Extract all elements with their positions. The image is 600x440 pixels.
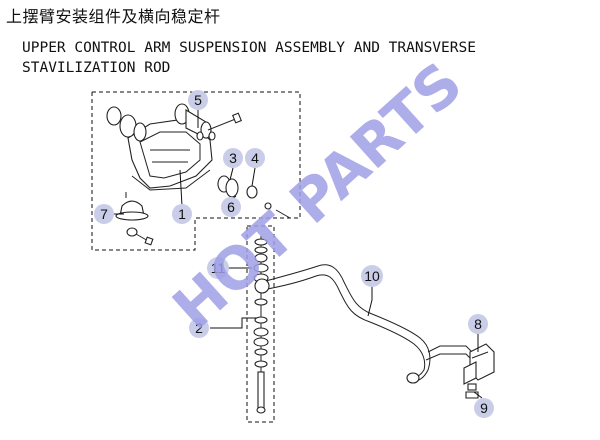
svg-text:3: 3	[229, 150, 237, 166]
upper-control-arm-assembly	[106, 103, 291, 246]
callout-2: 2	[189, 318, 209, 338]
stabilizer-bar	[254, 264, 473, 384]
stabilizer-bushing-bracket	[463, 343, 495, 399]
callout-6: 6	[221, 197, 241, 217]
callout-9: 9	[474, 398, 494, 418]
callout-3: 3	[223, 148, 243, 168]
callout-7: 7	[94, 204, 114, 224]
title-english-line1: UPPER CONTROL ARM SUSPENSION ASSEMBLY AN…	[22, 40, 476, 56]
svg-text:8: 8	[474, 316, 482, 332]
svg-text:11: 11	[211, 260, 226, 276]
svg-text:10: 10	[364, 268, 380, 284]
callout-1: 1	[172, 204, 192, 224]
callout-10: 10	[361, 265, 383, 287]
callout-11: 11	[207, 257, 229, 279]
svg-text:4: 4	[251, 150, 259, 166]
svg-text:2: 2	[195, 320, 203, 336]
svg-text:6: 6	[227, 199, 235, 215]
svg-text:7: 7	[100, 206, 108, 222]
title-english-line2: STAVILIZATION ROD	[22, 60, 171, 76]
stabilizer-link-stack	[253, 236, 269, 414]
upper-arm-group-boundary	[91, 91, 301, 251]
callout-8: 8	[468, 314, 488, 334]
title-chinese: 上摆臂安装组件及横向稳定杆	[6, 7, 221, 26]
svg-text:5: 5	[194, 92, 202, 108]
watermark-text: HOT PARTS	[160, 49, 475, 342]
callout-4: 4	[245, 148, 265, 168]
callout-5: 5	[188, 90, 208, 110]
svg-text:1: 1	[178, 206, 186, 222]
svg-text:9: 9	[480, 400, 488, 416]
